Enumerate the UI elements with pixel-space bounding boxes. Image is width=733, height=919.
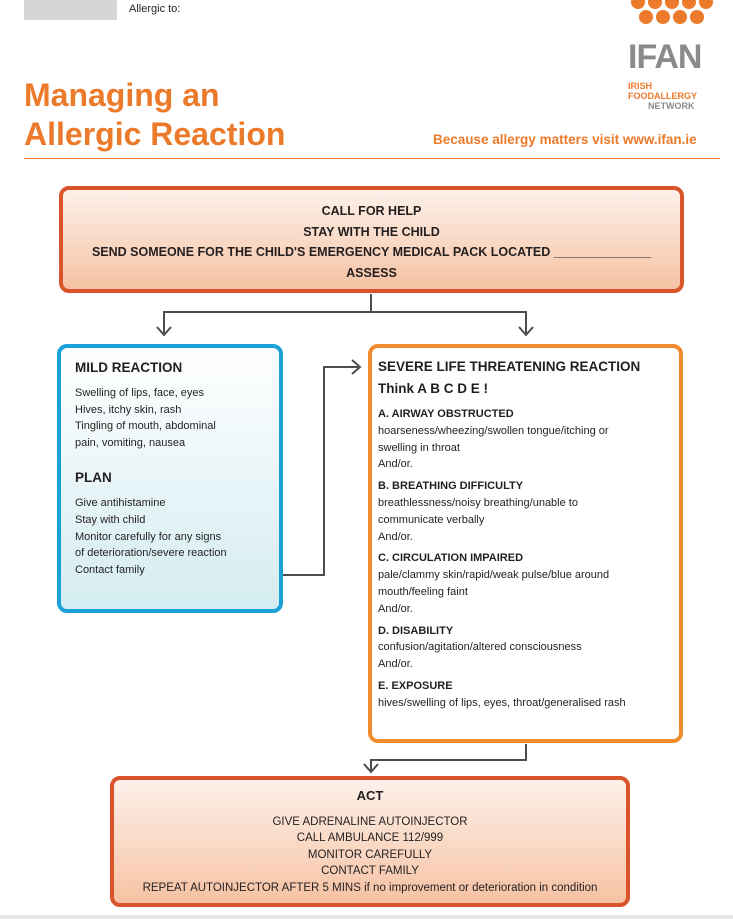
top-line: STAY WITH THE CHILD — [303, 224, 440, 239]
footer-bar — [0, 915, 733, 919]
repeat-upper: REPEAT AUTOINJECTOR AFTER 5 MINS — [142, 881, 361, 894]
section-line: hives/swelling of lips, eyes, throat/gen… — [378, 696, 626, 709]
think-abcde: Think A B C D E ! — [378, 381, 488, 396]
and-or: And/or. — [378, 658, 413, 671]
logo-line-1: IRISH — [628, 81, 653, 91]
top-line: SEND SOMEONE FOR THE CHILD'S EMERGENCY M… — [91, 245, 652, 259]
plan-item: Give antihistamine — [75, 497, 166, 510]
logo-line-3: NETWORK — [648, 101, 695, 111]
header-divider — [24, 158, 720, 159]
section-title: E. EXPOSURE — [378, 679, 453, 692]
section-line: confusion/agitation/altered consciousnes… — [378, 641, 582, 654]
top-line: CALL FOR HELP — [321, 204, 422, 218]
mild-symptom: pain, vomiting, nausea — [75, 436, 186, 449]
act-line: GIVE ADRENALINE AUTOINJECTOR — [272, 815, 468, 828]
tagline: Because allergy matters visit www.ifan.i… — [433, 132, 697, 147]
mild-symptom: Swelling of lips, face, eyes — [75, 387, 205, 399]
mild-reaction-box: MILD REACTION Swelling of lips, face, ey… — [57, 344, 283, 613]
plan-item: of deterioration/severe reaction — [75, 547, 227, 560]
mild-heading: MILD REACTION — [75, 360, 183, 375]
act-line: MONITOR CAREFULLY — [307, 848, 433, 861]
act-line: CONTACT FAMILY — [321, 865, 419, 878]
logo-line-2: FOODALLERGY — [628, 91, 697, 101]
title-line-2: Allergic Reaction — [24, 116, 286, 152]
plan-item: Monitor carefully for any signs — [75, 530, 222, 543]
plan-item: Stay with child — [75, 513, 146, 526]
section-line: mouth/feeling faint — [378, 585, 468, 598]
act-line: CALL AMBULANCE 112/999 — [296, 832, 444, 845]
ifan-logo: IFAN IRISH FOODALLERGY NETWORK — [618, 0, 718, 118]
repeat-lower: if no improvement or deterioration in co… — [360, 881, 598, 894]
section-line: pale/clammy skin/rapid/weak pulse/blue a… — [378, 569, 610, 582]
section-title: C. CIRCULATION IMPAIRED — [378, 552, 524, 565]
and-or: And/or. — [378, 458, 413, 471]
plan-heading: PLAN — [75, 470, 112, 486]
allergen-fill-box[interactable] — [24, 0, 117, 20]
plan-item: Contact family — [75, 563, 145, 576]
logo-dots-icon — [631, 0, 713, 24]
section-line: breathlessness/noisy breathing/unable to — [378, 496, 578, 509]
mild-symptom: Tingling of mouth, abdominal — [75, 420, 216, 433]
section-line: swelling in throat — [378, 441, 460, 454]
act-line-repeat: REPEAT AUTOINJECTOR AFTER 5 MINS if no i… — [114, 880, 626, 897]
section-title: D. DISABILITY — [378, 624, 454, 637]
title-line-1: Managing an — [24, 77, 220, 113]
section-title: A. AIRWAY OBSTRUCTED — [378, 408, 514, 420]
act-heading: ACT — [356, 788, 384, 803]
section-line: hoarseness/wheezing/swollen tongue/itchi… — [378, 424, 609, 437]
allergic-to-label: Allergic to: — [129, 3, 181, 15]
and-or: And/or. — [378, 530, 413, 543]
logo-abbr: IFAN — [628, 38, 702, 76]
and-or: And/or. — [378, 602, 413, 615]
mild-symptom: Hives, itchy skin, rash — [75, 403, 182, 416]
severe-reaction-box: SEVERE LIFE THREATENING REACTION Think A… — [368, 344, 683, 743]
severe-heading: SEVERE LIFE THREATENING REACTION — [378, 359, 641, 374]
page-title: Managing an Allergic Reaction — [24, 76, 285, 154]
act-box: ACT GIVE ADRENALINE AUTOINJECTOR CALL AM… — [110, 776, 630, 907]
section-title: B. BREATHING DIFFICULTY — [378, 480, 524, 493]
call-for-help-box: CALL FOR HELP STAY WITH THE CHILD SEND S… — [59, 186, 684, 293]
logo-text: IRISH FOODALLERGY NETWORK — [628, 81, 697, 111]
top-line: ASSESS — [346, 265, 397, 280]
section-line: communicate verbally — [378, 513, 485, 526]
